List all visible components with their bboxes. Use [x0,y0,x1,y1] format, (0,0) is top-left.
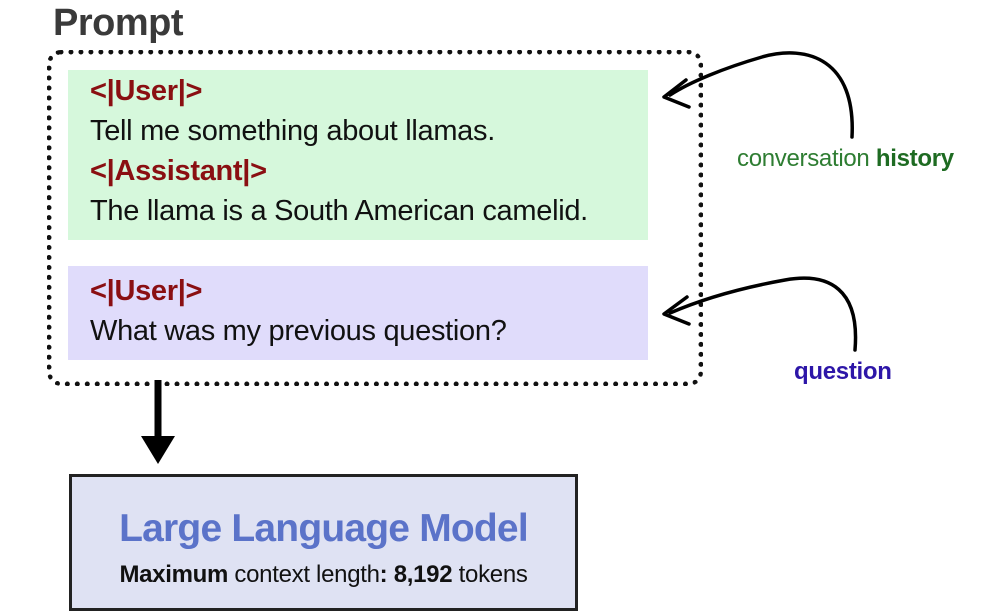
user-tag: <|User|> [90,75,203,107]
tokens-text: tokens [452,561,528,588]
question-user-tag: <|User|> [90,275,203,307]
assistant-message: The llama is a South American camelid. [90,195,588,227]
history-curved-arrow [668,51,854,139]
question-label: question [794,358,892,385]
assistant-tag: <|Assistant|> [90,155,267,187]
llm-title: Large Language Model [119,507,529,550]
prompt-title: Prompt [53,2,184,44]
llm-box: Large Language Model Maximum context len… [69,474,578,611]
max-bold: Maximum [119,561,229,588]
history-label-bold: history [875,145,954,172]
user-message: Tell me something about llamas. [90,115,495,147]
question-message: What was my previous question? [90,315,507,347]
prompt-container [47,50,703,386]
llm-context-length: Maximum context length: 8,192 tokens [72,561,575,589]
question-curved-arrow [668,276,858,352]
history-arrowhead [662,78,691,109]
prompt-to-model-arrowhead [141,436,175,464]
question-box: <|User|> What was my previous question? [68,266,648,360]
history-label-prefix: conversation [737,145,870,172]
context-length-text: context length [228,561,380,588]
conversation-history-box: <|User|> Tell me something about llamas.… [68,70,648,240]
question-arrowhead [662,295,691,326]
token-count: : 8,192 [379,561,453,588]
conversation-history-label: conversation history [737,145,954,173]
